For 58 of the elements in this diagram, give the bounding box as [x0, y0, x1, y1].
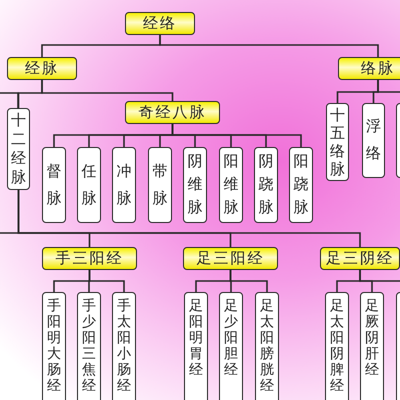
- text-box: [360, 292, 384, 400]
- connector-line: [41, 80, 174, 101]
- text-box: [7, 108, 30, 190]
- box-label: 阳维脉: [224, 150, 238, 218]
- box-label: 任脉: [82, 160, 96, 208]
- header-box: [125, 12, 195, 35]
- header-box: [42, 247, 137, 270]
- header-box: [183, 247, 278, 270]
- box-label: 足厥阴肝经: [364, 297, 380, 378]
- box-label: 冲脉: [116, 160, 132, 208]
- box-label: 足太阳膀胱经: [260, 297, 274, 394]
- header-box: [7, 57, 77, 80]
- header-box: [320, 247, 400, 270]
- text-box: [255, 292, 279, 400]
- box-label: 阴跷脉: [258, 150, 274, 218]
- box-label: 经脉: [25, 59, 59, 78]
- box-label: 奇经八脉: [138, 103, 206, 122]
- text-box: [42, 147, 66, 223]
- header-box: [338, 57, 400, 80]
- box-label: 足太阳阴脾经: [330, 297, 344, 394]
- box-label: 十五络脉: [330, 104, 345, 178]
- box-label: 手太阳小肠经: [116, 297, 132, 394]
- box-label: 手少阳三焦经: [82, 297, 96, 394]
- text-box: [326, 103, 349, 181]
- box-label: 足阳明胃经: [188, 297, 204, 378]
- box-label: 经络: [143, 14, 177, 33]
- box-label: 十二经脉: [11, 110, 26, 186]
- text-box: [77, 292, 101, 400]
- box-label: 阳跷脉: [294, 150, 308, 218]
- box-label: 阴维脉: [188, 150, 202, 218]
- box-label: 浮络: [366, 116, 381, 164]
- box-label: 络脉: [361, 59, 395, 78]
- connector-line: [172, 124, 302, 147]
- text-box: [219, 292, 243, 400]
- text-box: [325, 292, 349, 400]
- text-box: [112, 147, 136, 223]
- connector-line: [159, 35, 379, 57]
- text-box: [148, 147, 172, 223]
- connector-line: [230, 270, 268, 292]
- text-box: [183, 147, 207, 223]
- text-box: [219, 147, 243, 223]
- box-label: 手三阳经: [56, 249, 124, 268]
- text-box: [289, 147, 313, 223]
- box-label: 督脉: [46, 160, 62, 208]
- box-label: 足三阴经: [326, 249, 394, 268]
- box-label: 带脉: [152, 160, 168, 208]
- text-box: [112, 292, 136, 400]
- text-box: [254, 147, 278, 223]
- box-label: 足三阳经: [196, 249, 264, 268]
- box-label: 手阳明大肠经: [46, 297, 62, 394]
- text-box: [184, 292, 208, 400]
- connector-line: [88, 270, 125, 292]
- text-box: [77, 147, 101, 223]
- header-box: [125, 101, 220, 124]
- text-box: [42, 292, 66, 400]
- text-box: [362, 103, 385, 178]
- connector-line: [18, 190, 361, 247]
- box-label: 足少阳胆经: [224, 297, 238, 378]
